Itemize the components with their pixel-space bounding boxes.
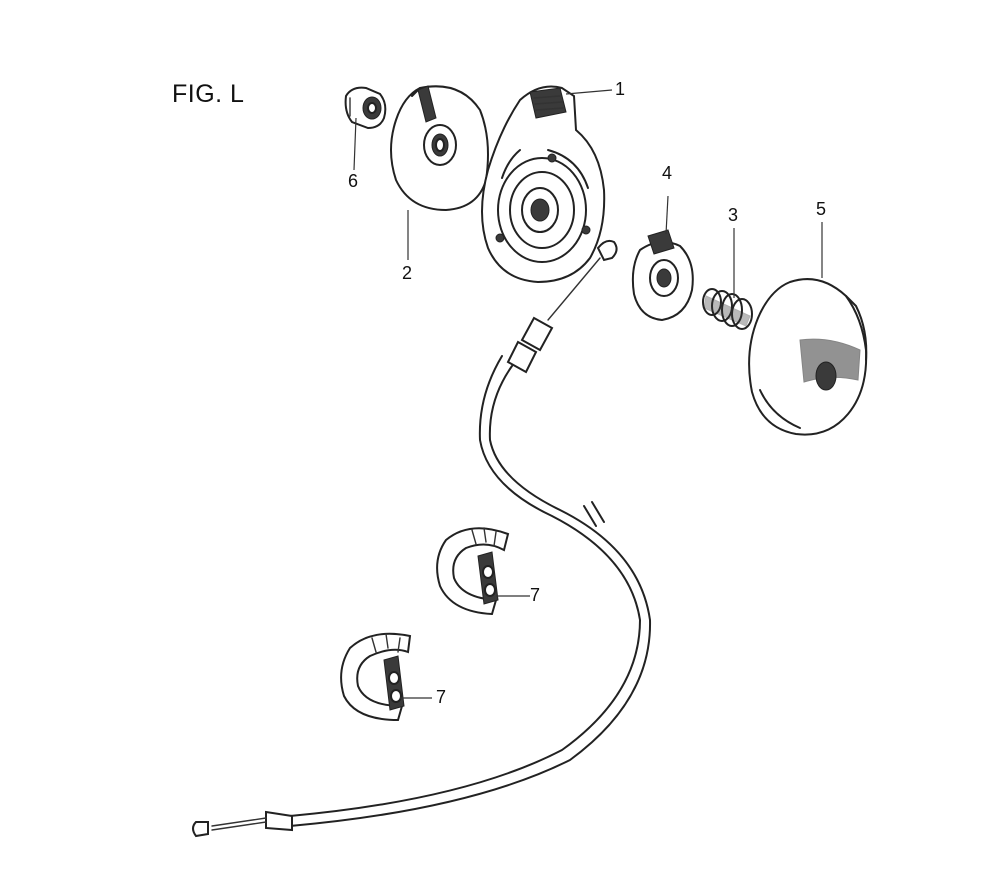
callout-part-5: 5	[816, 199, 827, 219]
part-1-lever-housing	[481, 85, 606, 284]
part-5-outer-cap	[748, 278, 868, 436]
leader-lines	[353, 89, 823, 699]
part-6-nut	[344, 86, 387, 130]
callout-part-7a: 7	[530, 585, 541, 605]
part-4-ratchet-plate	[631, 229, 694, 322]
part-7b-clamp	[340, 632, 412, 722]
part-3-spring	[702, 288, 753, 330]
callout-part-2: 2	[402, 263, 413, 283]
fig-title: FIG. L	[172, 80, 245, 108]
throttle-cable	[192, 239, 652, 838]
callout-part-7b: 7	[436, 687, 447, 707]
callout-part-4: 4	[662, 163, 673, 183]
part-2-cover-plate	[390, 85, 489, 212]
callout-part-1: 1	[615, 79, 626, 99]
part-7a-clamp	[436, 527, 510, 616]
callout-part-3: 3	[728, 205, 739, 225]
callout-part-6: 6	[348, 171, 359, 191]
